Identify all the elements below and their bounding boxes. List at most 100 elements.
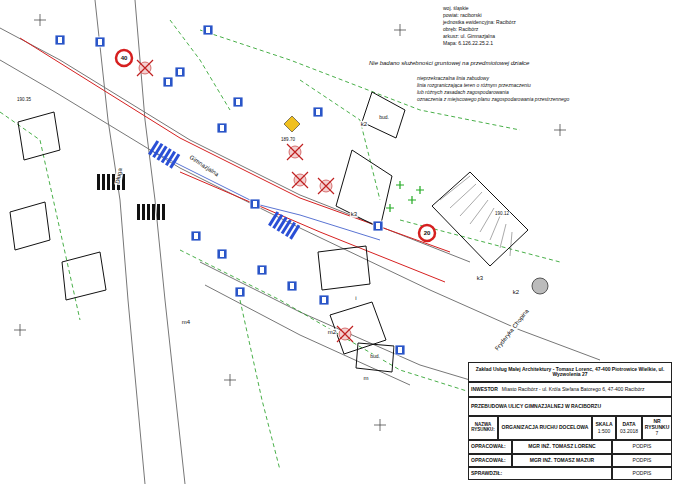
plot-boundary [180,250,470,392]
land-use-code: m2 [327,329,337,336]
sign-plate [319,295,329,305]
sign-symbol [260,267,264,273]
title-block-cell: SPRAWDZIŁ: [468,467,612,480]
legend-text: linia rozgraniczająca teren o różnym prz… [417,82,531,88]
cell-text: MGR INŻ. TOMASZ LORENC [528,444,595,450]
tree-symbol [416,186,424,194]
road-sign [319,295,329,305]
legend-entry: nieprzekraczalna linia zabudowy [416,76,490,82]
plot-boundary [0,112,80,320]
tree-removal-mark [337,326,353,342]
building-hatch [450,184,476,208]
road-sign [395,345,405,355]
cell-text: 7 [656,431,659,437]
land-use-code: k3 [350,211,358,218]
speed-limit-sign [116,50,132,66]
sign-plate [287,281,297,291]
tree-removal-mark [318,178,334,194]
sign-symbol [253,201,257,207]
cell-text: 03.2018 [620,429,638,435]
crossing-stripe [142,204,145,220]
speed-limit-sign [419,225,435,241]
tree-removal-mark [287,144,303,160]
sign-symbol [376,223,380,229]
sign-plate [55,35,65,45]
cell-text: DATA [622,422,635,428]
crossing-stripe [122,174,125,190]
tree-symbol [396,181,404,189]
crossing-stripe [137,204,140,220]
plot-boundary [170,20,230,110]
sign-symbol [194,233,198,239]
road-edge [95,0,145,484]
road-sign [163,77,173,87]
tree-existing [532,278,548,294]
title-block-cell: PODPIS [612,454,672,467]
proposed-kerb [20,38,450,252]
spot-height: 190.35 [16,98,32,103]
sign-symbol [238,289,242,295]
title-block-cell: SKALA1:500 [592,416,616,440]
road-sign [250,199,260,209]
road-sign [203,25,213,35]
crossing-stripe [152,204,155,220]
legend-text: lub różnych zasadach zagospodarowania [417,89,509,95]
land-use-code: k2 [512,289,520,296]
land-use-code: k3 [476,275,484,282]
legend-entry: linia rozgraniczająca teren o różnym prz… [416,83,532,89]
sign-symbol [58,37,62,43]
sign-plate [203,25,213,35]
cell-text: PODPIS [633,471,652,477]
tree-symbol [408,196,416,204]
building-hatch [500,224,506,248]
cell-text: OPRACOWAŁ: [471,458,506,464]
road-edge [430,290,600,360]
cross-mark [137,60,153,76]
building-outline [356,343,394,372]
cell-text: NR RYSUNKU [645,419,670,430]
title-block-cell: INWESTORMiasto Racibórz - ul. Króla Stef… [468,382,672,397]
crossing-stripe [169,154,180,169]
proposed-kerb [180,172,445,282]
cross-mark [337,326,353,342]
plot-boundary [200,30,520,130]
building-hatch [440,176,470,200]
map-note: Nie badano służebności gruntowej na prze… [368,60,530,67]
crossing-stripe [107,174,110,190]
crossing-stripe [162,204,165,220]
legend-text: nieprzekraczalna linia zabudowy [417,75,489,81]
sign-symbol [178,69,182,75]
title-block-cell: OPRACOWAŁ: [468,440,512,454]
road-sign [217,123,227,133]
sign-plate [217,249,227,259]
plot-boundary [240,300,280,470]
cell-text: SPRAWDZIŁ: [471,471,502,477]
map-metadata: jednostka ewidencyjna: Racibórz [442,20,517,26]
building-hatch [490,216,500,240]
spot-height: 189.70 [280,138,296,143]
land-use-code: bud. [378,115,390,121]
cell-text: INWESTOR [471,387,498,393]
spot-height: 190.12 [494,212,510,217]
title-block-cell: MGR INŻ. TOMASZ LORENC [512,440,612,454]
sign-symbol [316,109,320,115]
street-name: Fryderyka Chopina [493,307,531,353]
pedestrian-crossing [148,140,180,168]
title-block-cell: NAZWA RYSUNKU: [468,416,498,440]
sign-symbol [236,99,240,105]
sign-symbol [206,27,210,33]
road-sign [55,35,65,45]
cell-text: ORGANIZACJA RUCHU DOCELOWA [502,425,589,431]
warning-sign [284,116,300,132]
sign-symbol [98,39,102,45]
land-use-code: i [354,295,357,302]
sign-symbol [290,283,294,289]
sign-plate [191,231,201,241]
tree-removal-mark [292,172,308,188]
grid-cross [34,14,46,26]
building-hatch [470,200,488,224]
pedestrian-crossing [137,204,165,220]
sign-plate [233,97,243,107]
legend-text: oznaczenia z miejscowego planu zagospoda… [417,96,569,102]
